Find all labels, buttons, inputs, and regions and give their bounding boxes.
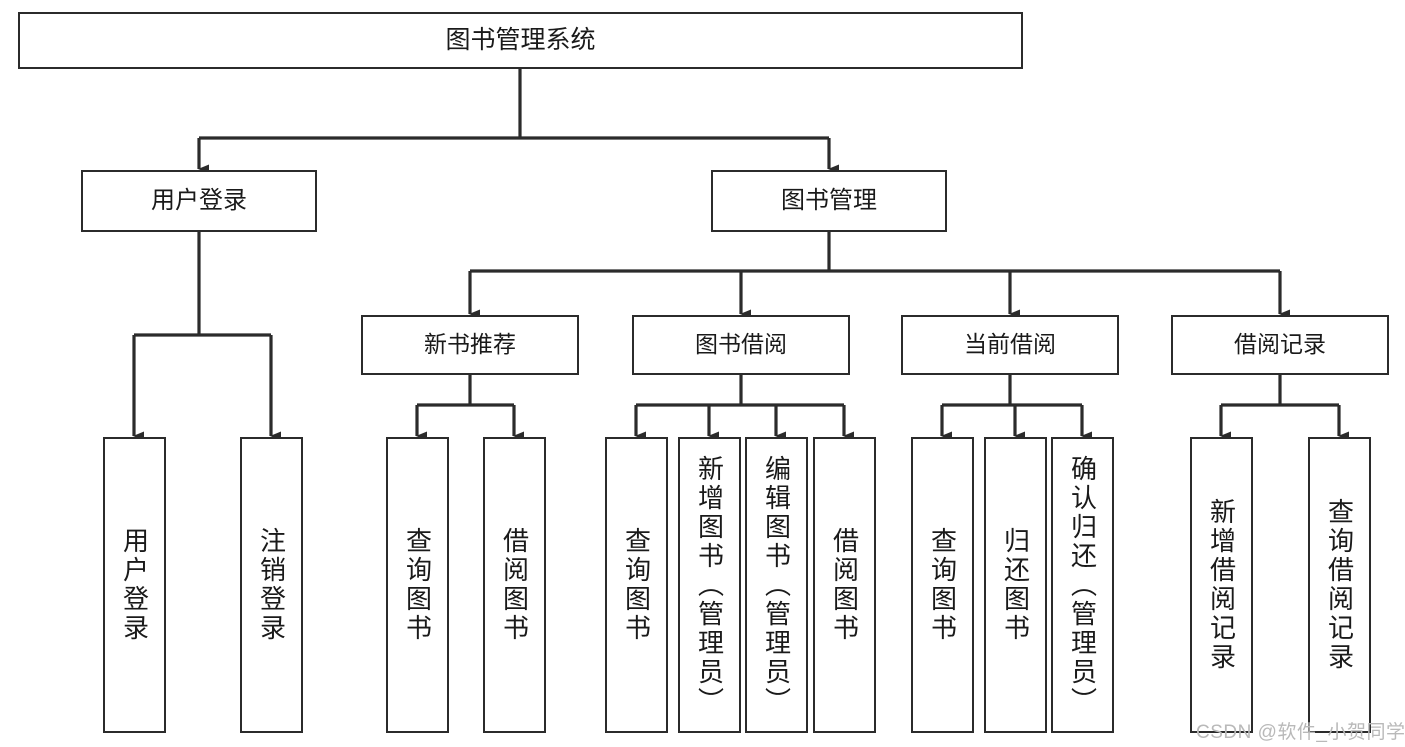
node-leaf-confirm-return[interactable]: 确认归还（管理员） [1051,437,1114,733]
node-leaf-borrow-book-1[interactable]: 借阅图书 [483,437,546,733]
node-leaf-add-book[interactable]: 新增图书（管理员） [678,437,741,733]
node-label: 图书管理系统 [445,25,596,54]
node-label: 借阅图书 [829,527,860,643]
node-user-login[interactable]: 用户登录 [81,170,317,232]
node-leaf-add-record[interactable]: 新增借阅记录 [1190,437,1253,733]
node-leaf-borrow-book-2[interactable]: 借阅图书 [813,437,876,733]
node-leaf-edit-book[interactable]: 编辑图书（管理员） [745,437,808,733]
node-label: 用户登录 [119,527,150,643]
node-book-borrow[interactable]: 图书借阅 [632,315,850,375]
node-leaf-query-book-2[interactable]: 查询图书 [605,437,668,733]
node-label: 新增图书（管理员） [694,454,725,716]
node-label: 借阅记录 [1234,331,1326,358]
node-leaf-user-login[interactable]: 用户登录 [103,437,166,733]
node-leaf-logout[interactable]: 注销登录 [240,437,303,733]
node-root[interactable]: 图书管理系统 [18,12,1023,69]
node-label: 借阅图书 [499,527,530,643]
node-leaf-query-record[interactable]: 查询借阅记录 [1308,437,1371,733]
node-label: 当前借阅 [964,331,1056,358]
node-borrow-record[interactable]: 借阅记录 [1171,315,1389,375]
node-label: 查询图书 [927,527,958,643]
node-leaf-query-book-1[interactable]: 查询图书 [386,437,449,733]
node-label: 查询图书 [621,527,652,643]
node-label: 新增借阅记录 [1206,498,1237,672]
node-leaf-return-book[interactable]: 归还图书 [984,437,1047,733]
node-label: 注销登录 [256,527,287,643]
csdn-watermark: CSDN @软件_小贺同学 [1196,722,1405,743]
node-leaf-query-book-3[interactable]: 查询图书 [911,437,974,733]
node-current-borrow[interactable]: 当前借阅 [901,315,1119,375]
node-label: 查询图书 [402,527,433,643]
node-label: 用户登录 [151,186,247,214]
node-label: 图书管理 [781,186,877,214]
node-label: 图书借阅 [695,331,787,358]
node-label: 确认归还（管理员） [1067,454,1098,716]
node-label: 编辑图书（管理员） [761,454,792,716]
node-label: 归还图书 [1000,527,1031,643]
node-label: 新书推荐 [424,331,516,358]
node-book-manage[interactable]: 图书管理 [711,170,947,232]
node-new-book-rec[interactable]: 新书推荐 [361,315,579,375]
node-label: 查询借阅记录 [1324,498,1355,672]
